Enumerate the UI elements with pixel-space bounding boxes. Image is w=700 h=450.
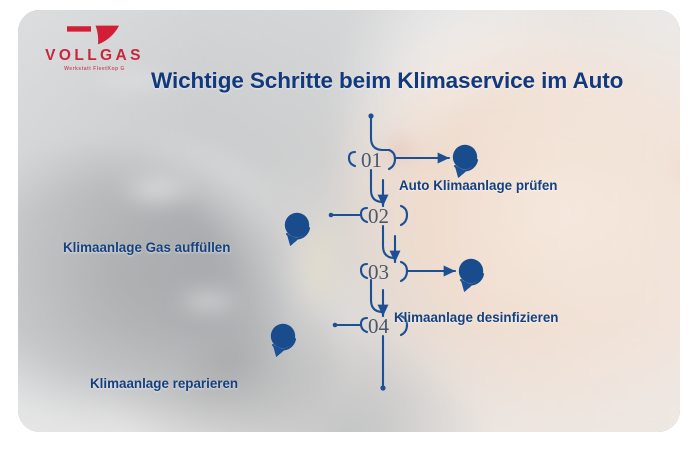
timeline-number-03: 03 bbox=[368, 260, 389, 284]
step-label-01: Auto Klimaanlage prüfen bbox=[399, 178, 558, 193]
step-icon-03 bbox=[458, 258, 485, 293]
step-label-03: Klimaanlage desinfizieren bbox=[394, 310, 559, 325]
brand-logo: VOLLGAS Werkstatt FleetKop G bbox=[33, 22, 153, 72]
brand-name: VOLLGAS bbox=[45, 47, 144, 64]
infographic-card: VOLLGAS Werkstatt FleetKop G Wichtige Sc… bbox=[18, 10, 680, 432]
step-icon-04 bbox=[270, 323, 297, 358]
timeline-number-04: 04 bbox=[368, 314, 390, 338]
timeline-diagram: 01 02 03 04 bbox=[270, 113, 485, 391]
step-label-02: Klimaanlage Gas auffüllen bbox=[63, 240, 231, 255]
timeline-number-01: 01 bbox=[361, 148, 382, 172]
background-overlay bbox=[18, 10, 680, 432]
step-label-04: Klimaanlage reparieren bbox=[90, 376, 239, 391]
step-icon-02 bbox=[284, 212, 311, 247]
step-icon-01 bbox=[452, 144, 479, 179]
page-title: Wichtige Schritte beim Klimaservice im A… bbox=[151, 68, 624, 93]
vollgas-swoosh-icon bbox=[67, 25, 119, 45]
timeline-number-02: 02 bbox=[368, 204, 389, 228]
brand-subtitle: Werkstatt FleetKop G bbox=[64, 65, 125, 72]
